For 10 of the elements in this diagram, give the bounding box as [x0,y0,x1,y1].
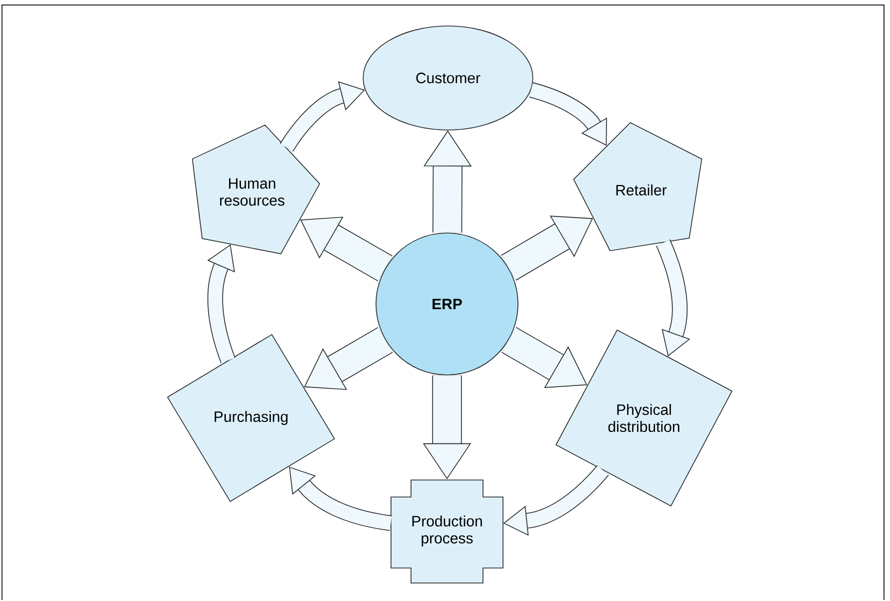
block-arrow [528,82,607,146]
cross-node: Production process [390,480,504,584]
pentagon-node: Retailer [573,122,702,252]
circle-node: ERP [376,232,518,376]
block-arrow [501,326,588,388]
ellipse-node: Customer [362,26,534,130]
pentagon-node: Human resources [192,124,320,254]
block-arrow [289,466,392,531]
block-arrow [300,216,392,282]
block-arrow [280,81,365,152]
